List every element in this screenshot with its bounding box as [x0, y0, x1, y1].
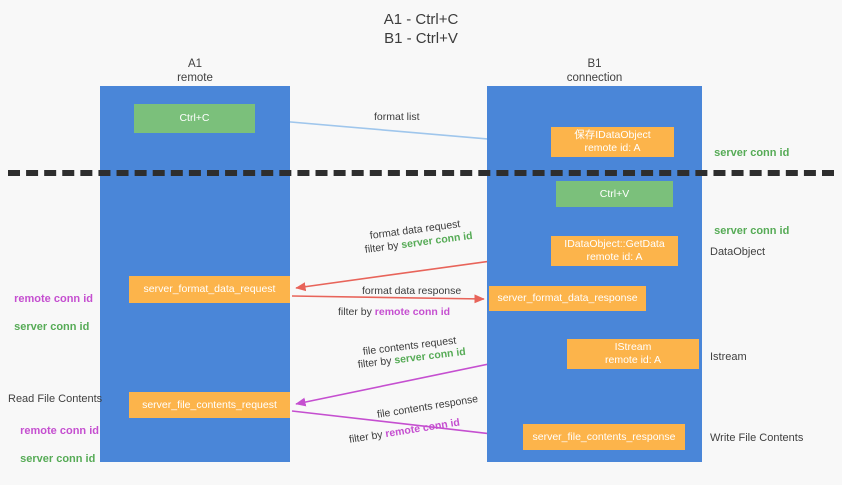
box-idataobject[interactable]: 保存IDataObject remote id: A [551, 127, 674, 157]
edge-label-format-list: format list [374, 111, 420, 123]
box-idataobject-getdata[interactable]: IDataObject::GetData remote id: A [551, 236, 678, 266]
box-server-format-data-response[interactable]: server_format_data_response [489, 286, 646, 311]
server-conn-id-token: server conn id [714, 225, 790, 237]
annotation-dataobject: DataObject [710, 246, 766, 258]
remote-conn-id-token: remote conn id [374, 306, 451, 318]
box-ctrl-c[interactable]: Ctrl+C [134, 104, 255, 133]
page-title: A1 - Ctrl+C B1 - Ctrl+V [383, 11, 459, 47]
arrow-file-contents-response [291, 410, 519, 441]
server-conn-id-token: server conn id [714, 147, 790, 159]
annotation-istream: Istream [710, 351, 747, 363]
box-istream[interactable]: IStream remote id: A [567, 339, 699, 369]
filter-prefix: filter by [364, 239, 403, 256]
remote-conn-id-token: remote conn id [20, 425, 99, 437]
box-server-file-contents-response[interactable]: server_file_contents_response [523, 424, 685, 450]
lane-header-b1: B1 connection [566, 58, 623, 84]
filter-prefix: filter by [357, 354, 396, 371]
server-conn-id-token: server conn id [14, 321, 90, 333]
dashed-divider [8, 170, 834, 176]
annotation-conn-ids-low: remote conn id server conn id [14, 410, 99, 466]
annotation-read-file-contents: Read File Contents [8, 393, 103, 405]
box-ctrl-v[interactable]: Ctrl+V [556, 181, 673, 207]
lane-header-a1: A1 remote [177, 58, 213, 84]
edge-label-format-data-response-filter: filter by remote conn id [338, 305, 450, 320]
annotation-server-conn-id-mid: server conn id [708, 210, 789, 238]
filter-prefix: filter by [338, 306, 375, 318]
annotation-conn-ids-mid: remote conn id server conn id [8, 278, 93, 334]
annotation-server-conn-id-top: server conn id [708, 132, 789, 160]
box-server-file-contents-request[interactable]: server_file_contents_request [129, 392, 290, 418]
edge-label-format-data-response: format data response [362, 285, 462, 297]
annotation-write-file-contents: Write File Contents [710, 432, 804, 444]
server-conn-id-token: server conn id [20, 453, 96, 465]
arrow-format-data-response [291, 294, 485, 304]
box-server-format-data-request[interactable]: server_format_data_request [129, 276, 290, 303]
remote-conn-id-token: remote conn id [14, 293, 93, 305]
